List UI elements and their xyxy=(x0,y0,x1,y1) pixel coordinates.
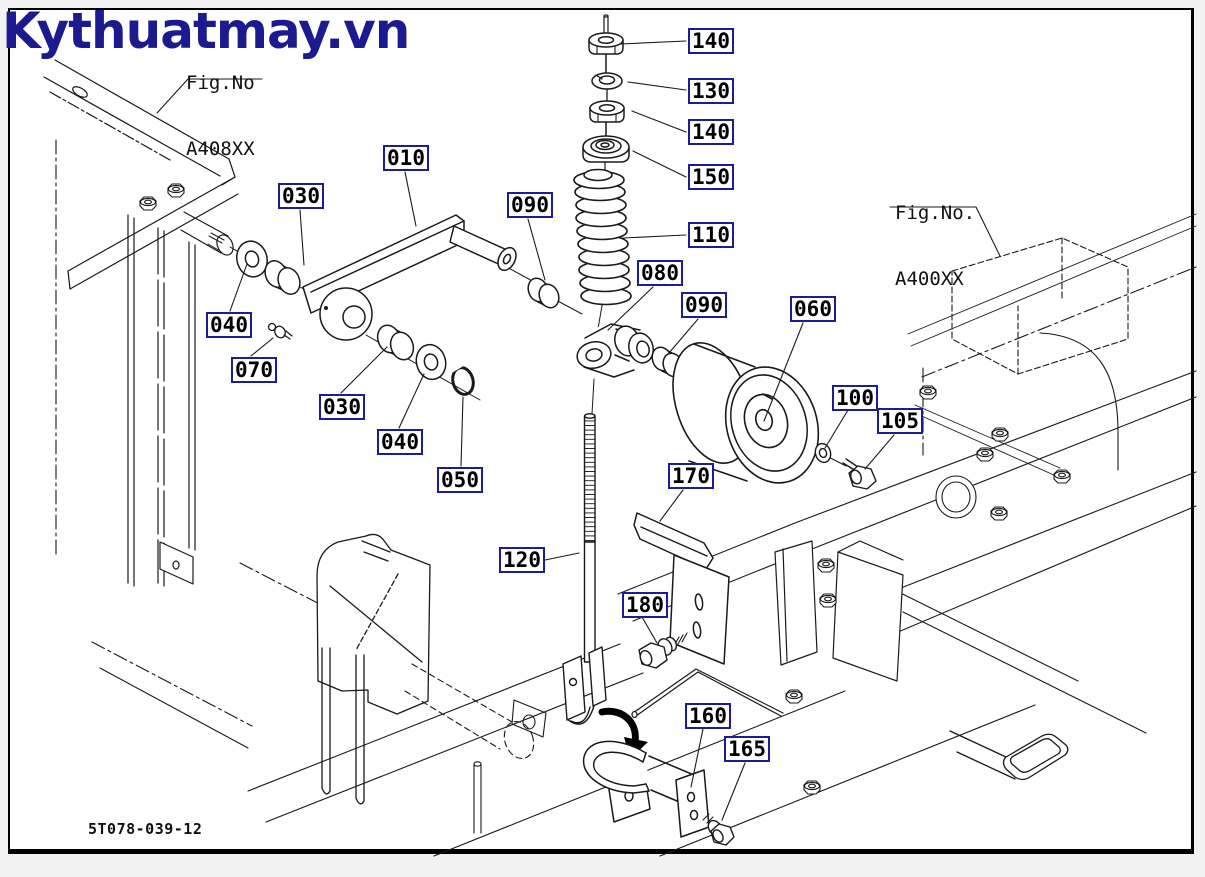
hidden-tube xyxy=(404,663,547,834)
square-tube-end xyxy=(949,730,1069,781)
rod-tip xyxy=(603,14,609,33)
u-bolt-rods xyxy=(321,647,365,805)
callout-160[interactable]: 160 xyxy=(685,703,731,729)
drawing-number: 5T078-039-12 xyxy=(88,820,203,838)
bent-rod xyxy=(631,668,784,719)
callout-030-a[interactable]: 030 xyxy=(278,183,324,209)
callout-040-a[interactable]: 040 xyxy=(206,312,252,338)
callout-030-b[interactable]: 030 xyxy=(319,394,365,420)
fig-ref-a408xx-caption: Fig.No xyxy=(186,72,255,94)
watermark-logo: Kythuatmay.vn xyxy=(2,2,410,60)
eyelet-bracket-080 xyxy=(576,323,654,379)
callout-080[interactable]: 080 xyxy=(637,260,683,286)
fig-ref-a400xx: Fig.No. A400XX xyxy=(895,158,975,334)
belt-guard xyxy=(316,533,431,715)
threaded-rod-120 xyxy=(562,413,607,725)
callout-140-a[interactable]: 140 xyxy=(688,28,734,54)
callout-120[interactable]: 120 xyxy=(499,547,545,573)
nut-140-lower xyxy=(589,100,625,123)
callout-105[interactable]: 105 xyxy=(877,408,923,434)
callout-090-b[interactable]: 090 xyxy=(681,292,727,318)
fig-ref-a408xx: Fig.No A408XX xyxy=(186,28,255,204)
callout-180[interactable]: 180 xyxy=(622,592,668,618)
callout-165[interactable]: 165 xyxy=(724,736,770,762)
callout-150[interactable]: 150 xyxy=(688,164,734,190)
callout-040-b[interactable]: 040 xyxy=(377,429,423,455)
washer-100 xyxy=(814,442,832,464)
a400-bracket-reference xyxy=(919,237,1129,521)
bolt-165 xyxy=(702,813,735,846)
callout-140-b[interactable]: 140 xyxy=(688,119,734,145)
collar-150 xyxy=(582,121,630,163)
fig-ref-a408xx-code: A408XX xyxy=(186,138,255,160)
nut-140-top xyxy=(588,32,624,55)
rear-mount-plates xyxy=(774,540,904,795)
callout-010[interactable]: 010 xyxy=(383,145,429,171)
idler-pulley-060 xyxy=(672,341,820,484)
callout-050[interactable]: 050 xyxy=(437,467,483,493)
grease-fitting-070 xyxy=(267,322,293,340)
clevis-end xyxy=(562,646,607,725)
spring-110 xyxy=(573,161,632,306)
bolt-105 xyxy=(842,458,877,490)
callout-060[interactable]: 060 xyxy=(790,296,836,322)
callout-100[interactable]: 100 xyxy=(832,385,878,411)
spacer-090-left xyxy=(527,277,560,309)
bracket-170 xyxy=(633,512,730,665)
lock-washer-130 xyxy=(591,53,623,90)
leader-lines xyxy=(156,40,1001,821)
bushing-030-left xyxy=(236,240,301,295)
callout-070[interactable]: 070 xyxy=(231,357,277,383)
bushing-030-washer-040-snapring-050 xyxy=(376,324,475,396)
callout-130[interactable]: 130 xyxy=(688,78,734,104)
left-corner-frame xyxy=(43,59,239,290)
fig-ref-a400xx-code: A400XX xyxy=(895,268,964,290)
tension-arm-010 xyxy=(302,214,517,341)
left-vertical-posts xyxy=(127,214,196,587)
callout-170[interactable]: 170 xyxy=(668,463,714,489)
callout-090-a[interactable]: 090 xyxy=(507,192,553,218)
callout-110[interactable]: 110 xyxy=(688,222,734,248)
bolt-180 xyxy=(638,632,688,669)
handle-160 xyxy=(582,740,710,838)
fig-ref-a400xx-caption: Fig.No. xyxy=(895,202,976,224)
